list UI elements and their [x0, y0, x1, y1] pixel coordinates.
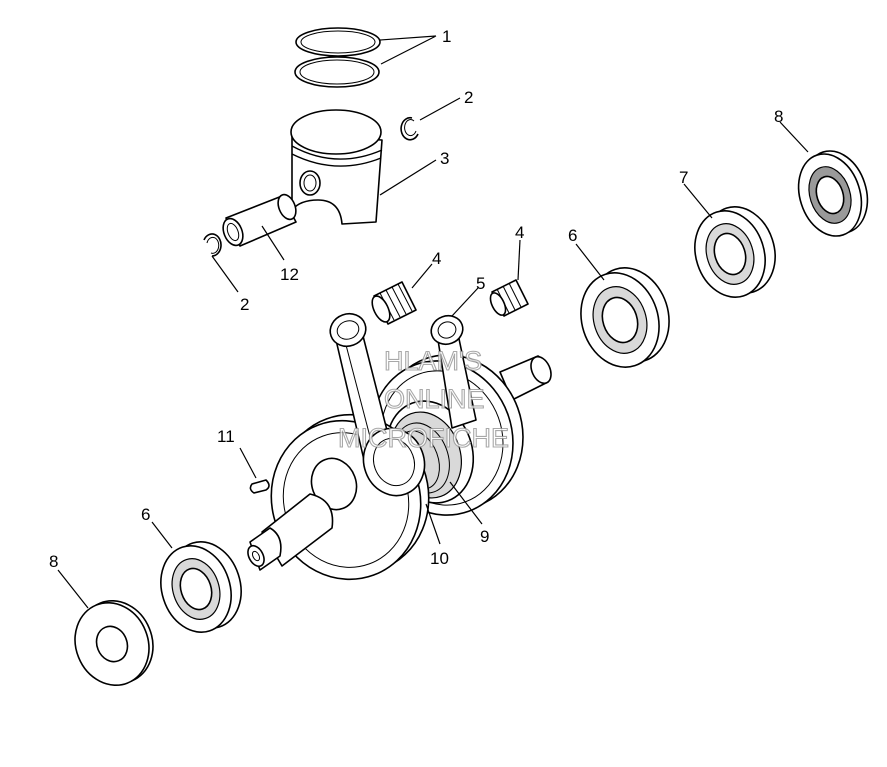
callout-2-lower: 2: [240, 295, 249, 314]
callout-6-upper: 6: [568, 226, 577, 245]
needle-bearing-left: [371, 281, 417, 325]
callout-9: 9: [480, 527, 489, 546]
main-bearing-left: [160, 541, 242, 633]
circlip-upper: [400, 116, 419, 141]
callout-5: 5: [476, 274, 485, 293]
piston: [290, 109, 383, 225]
watermark-line-2: ONLINE: [384, 384, 485, 414]
callout-1: 1: [442, 27, 451, 46]
crankshaft: [247, 312, 552, 581]
callout-8-upper: 8: [774, 107, 783, 126]
piston-pin: [222, 193, 297, 247]
woodruff-key: [249, 479, 270, 494]
bearing: [694, 206, 776, 298]
circlip-lower: [203, 233, 222, 257]
callout-12: 12: [280, 265, 299, 284]
leader-lines: [57, 35, 809, 609]
callouts: 1 2 3 2 12 4 4 5 6 7 8 11 6 8 9 10: [49, 27, 783, 571]
oil-seal-left: [74, 599, 154, 687]
callout-11: 11: [217, 427, 235, 446]
watermark: HLAM'S ONLINE MICROFICHE: [337, 345, 509, 453]
callout-4-left: 4: [432, 249, 441, 268]
connecting-rod-front: [329, 312, 426, 497]
callout-10: 10: [430, 549, 449, 568]
callout-6-lower: 6: [141, 505, 150, 524]
needle-bearing-right: [489, 279, 529, 317]
watermark-line-1: HLAM'S: [384, 346, 482, 376]
connecting-rod-rear: [430, 314, 477, 429]
callout-2-upper: 2: [464, 88, 473, 107]
callout-8-lower: 8: [49, 552, 58, 571]
watermark-line-3: MICROFICHE: [338, 423, 509, 453]
callout-7: 7: [679, 168, 688, 187]
callout-4-right: 4: [515, 223, 524, 242]
piston-rings: [294, 27, 381, 88]
callout-3: 3: [440, 149, 449, 168]
main-bearing-right: [580, 267, 670, 368]
oil-seal-right: [797, 150, 869, 237]
